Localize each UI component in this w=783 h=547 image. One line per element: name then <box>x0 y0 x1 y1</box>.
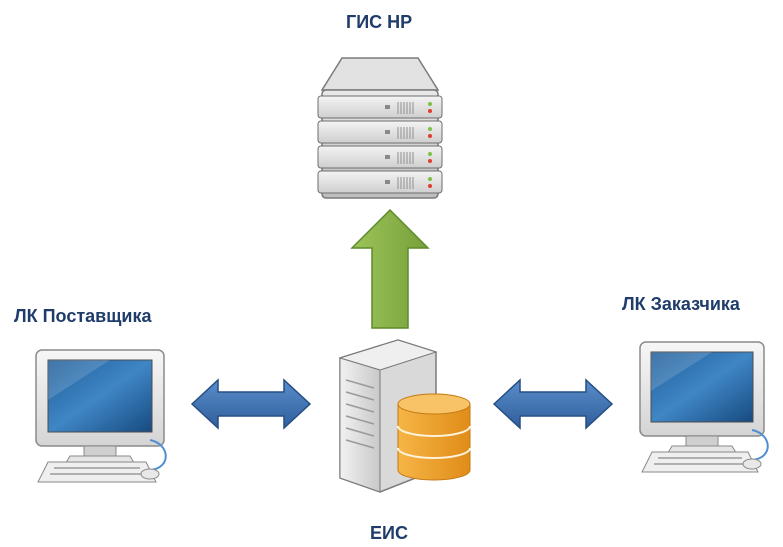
database-icon <box>397 393 471 481</box>
label-lk-customer: ЛК Заказчика <box>622 294 740 314</box>
label-lk-supplier: ЛК Поставщика <box>14 306 152 326</box>
right-double-arrow-icon <box>492 378 614 430</box>
left-double-arrow-icon <box>190 378 312 430</box>
label-gis-nr: ГИС НР <box>346 12 413 32</box>
supplier-computer-icon <box>35 349 167 483</box>
rack-server-icon <box>317 57 443 199</box>
customer-computer-icon <box>639 341 769 473</box>
up-arrow-icon <box>350 208 430 329</box>
label-eis: ЕИС <box>370 523 408 543</box>
